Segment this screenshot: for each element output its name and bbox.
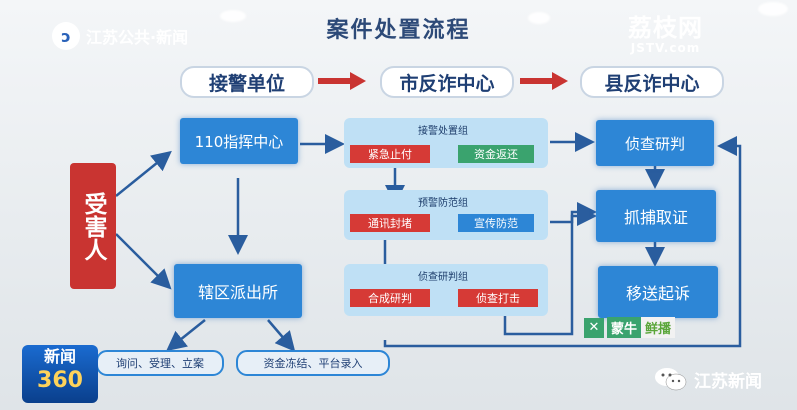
wechat-account: 江苏新闻	[654, 366, 762, 392]
tag-comm-block: 通讯封堵	[350, 214, 430, 232]
stage-arrow-1	[318, 72, 366, 90]
station-task-inquiry: 询问、受理、立案	[96, 350, 224, 376]
board-title: 案件处置流程	[326, 18, 471, 43]
wechat-icon	[655, 368, 687, 391]
channel-watermark: ↄ 江苏公共·新闻	[52, 22, 188, 50]
stage-arrow-2	[520, 72, 568, 90]
station-task-freeze: 资金冻结、平台录入	[236, 350, 390, 376]
group-title-response: 接警处置组	[418, 126, 468, 137]
tag-joint-analysis: 合成研判	[350, 289, 430, 307]
sponsor-tag: 鲜播	[641, 317, 676, 338]
group-title-prevention: 预警防范组	[418, 198, 468, 209]
county-step-prosecute: 移送起诉	[598, 266, 718, 318]
victim-box: 受害人	[70, 163, 116, 289]
sponsor-icon: ✕	[584, 317, 604, 338]
site-watermark-name: 荔枝网	[628, 14, 703, 42]
county-step-arrest: 抓捕取证	[596, 190, 716, 242]
channel-watermark-text: 江苏公共·新闻	[86, 28, 189, 47]
command-center-110: 110指挥中心	[180, 118, 298, 164]
site-watermark: 荔枝网 JSTV.com	[628, 8, 703, 55]
stage-receiving-unit: 接警单位	[180, 66, 314, 98]
county-step-investigate: 侦查研判	[596, 120, 714, 166]
stage-county-center: 县反诈中心	[580, 66, 724, 98]
news360-logo-line2: 360	[37, 368, 83, 393]
wechat-account-name: 江苏新闻	[694, 371, 762, 392]
sponsor-badge: ✕ 蒙牛 鲜播	[584, 317, 676, 338]
news360-logo-line1: 新闻	[43, 347, 76, 366]
site-watermark-domain: JSTV.com	[630, 41, 701, 55]
channel-logo-icon: ↄ	[52, 22, 80, 50]
tag-strike: 侦查打击	[458, 289, 538, 307]
news360-logo: 新闻 360	[22, 345, 98, 403]
tag-emergency-stop: 紧急止付	[350, 145, 430, 163]
sponsor-brand: 蒙牛	[607, 317, 642, 338]
tag-publicity: 宣传防范	[458, 214, 534, 232]
tag-fund-return: 资金返还	[458, 145, 534, 163]
police-station: 辖区派出所	[174, 264, 302, 318]
group-title-investigation: 侦查研判组	[418, 272, 468, 283]
stage-city-center: 市反诈中心	[380, 66, 514, 98]
